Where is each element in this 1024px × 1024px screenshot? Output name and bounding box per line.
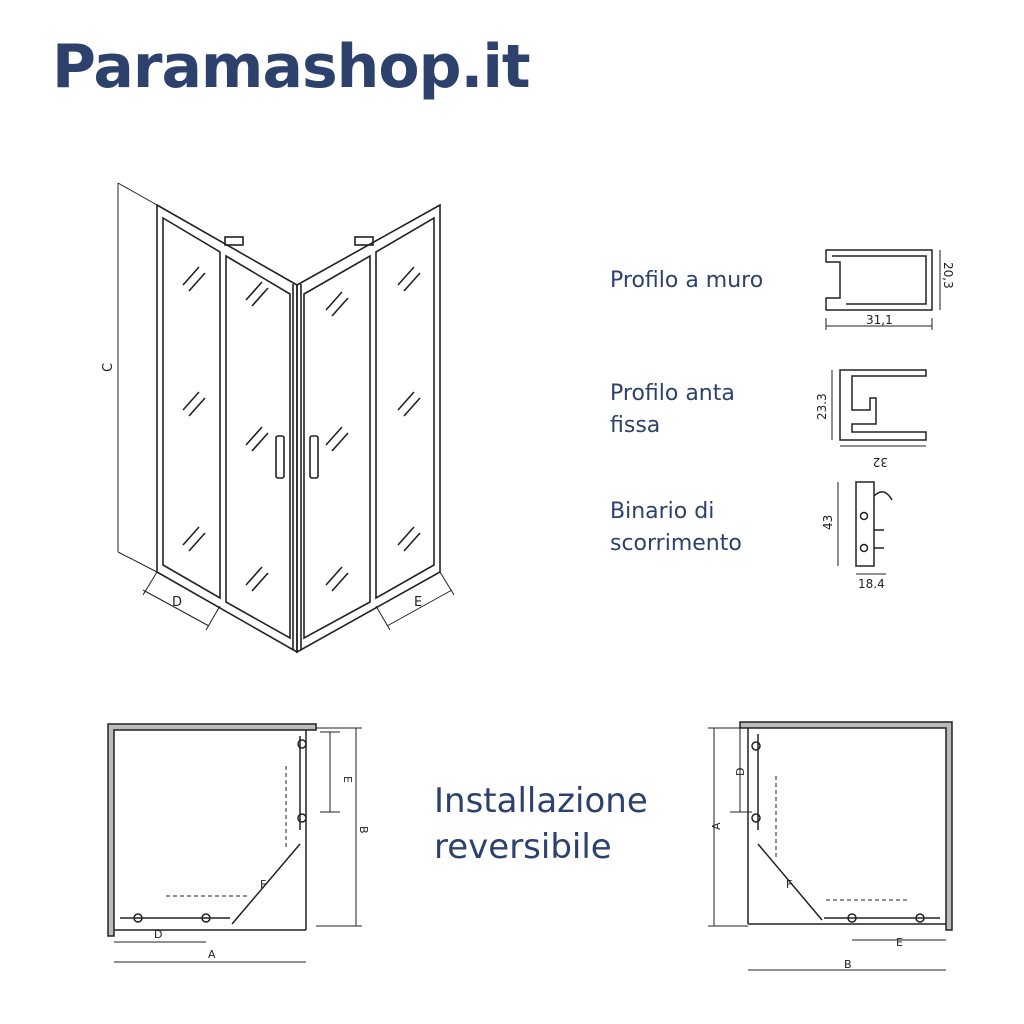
dim-label-fixed-height: 23.3 xyxy=(815,393,829,420)
dim-label-rail-width: 18.4 xyxy=(858,577,885,591)
profile-label-fixed-panel: Profilo anta fissa xyxy=(610,381,735,438)
installation-label: Installazione reversibile xyxy=(434,781,648,867)
dim-label-c: C xyxy=(101,363,116,372)
plan-right-label-f: F xyxy=(786,878,792,891)
plan-left-label-b: B xyxy=(357,826,370,834)
dim-label-d: D xyxy=(172,595,182,610)
profile-label-sliding-rail: Binario di scorrimento xyxy=(610,499,742,556)
dim-label-e: E xyxy=(414,595,422,610)
brand-title: Paramashop.it xyxy=(52,32,531,102)
dim-label-wall-height: 20,3 xyxy=(941,262,955,289)
plan-right-label-e: E xyxy=(896,936,903,949)
plan-left-label-e: E xyxy=(341,776,354,783)
dim-label-fixed-width: 32 xyxy=(873,455,888,469)
plan-right-label-d: D xyxy=(734,768,747,776)
profile-label-wall: Profilo a muro xyxy=(610,268,764,293)
dim-label-wall-width: 31,1 xyxy=(866,313,893,327)
plan-right-label-a: A xyxy=(710,822,723,830)
dim-label-rail-height: 43 xyxy=(821,515,835,530)
plan-left-label-f: F xyxy=(260,878,266,891)
plan-left-label-a: A xyxy=(208,948,216,961)
plan-left-label-d: D xyxy=(154,928,162,941)
plan-right-label-b: B xyxy=(844,958,852,971)
